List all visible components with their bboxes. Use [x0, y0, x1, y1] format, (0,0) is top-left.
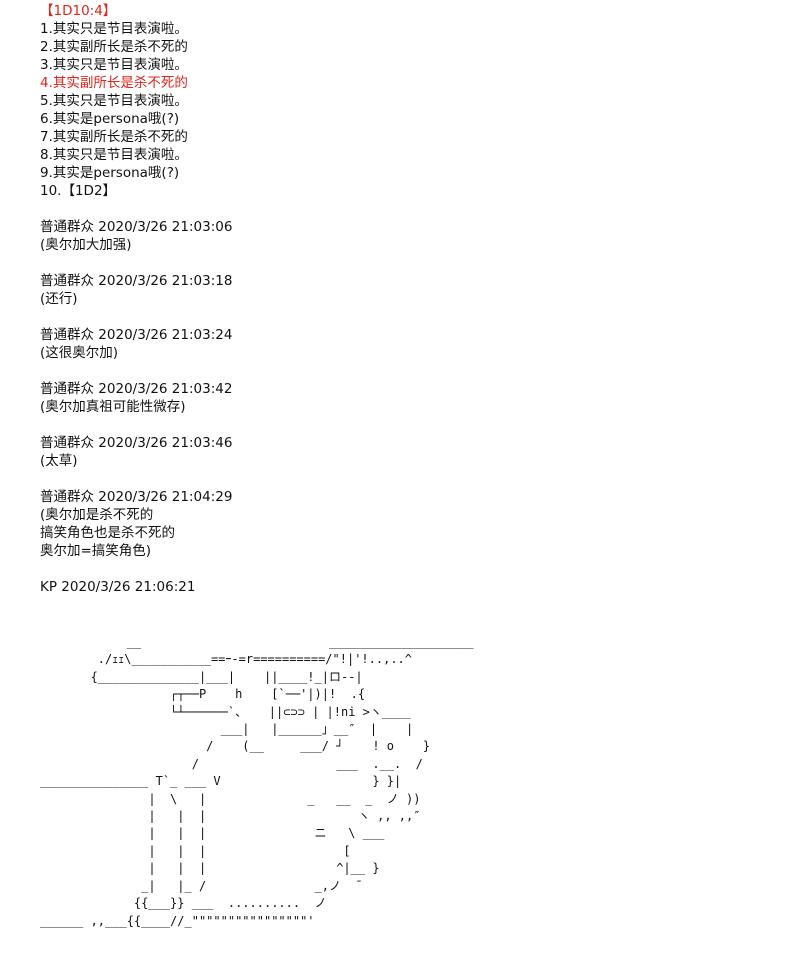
spacer	[40, 200, 780, 218]
ascii-art-gun: __ ____________________ ./ｪｪ\___________…	[40, 635, 474, 928]
spacer	[40, 416, 780, 434]
option-item: 7.其实副所长是杀不死的	[40, 129, 188, 145]
comment-text: 搞笑角色也是杀不死的	[40, 525, 175, 541]
spacer	[40, 308, 780, 326]
comment-time: 2020/3/26 21:03:06	[98, 219, 233, 235]
thread-post: 【1D10:4】 1.其实只是节目表演啦。 2.其实副所长是杀不死的 3.其实只…	[40, 2, 780, 596]
comment-header: 普通群众 2020/3/26 21:03:42	[40, 380, 780, 398]
option-item: 2.其实副所长是杀不死的	[40, 39, 188, 55]
comment-time: 2020/3/26 21:03:24	[98, 327, 233, 343]
option-item: 5.其实只是节目表演啦。	[40, 93, 188, 109]
comment-header: 普通群众 2020/3/26 21:03:18	[40, 272, 780, 290]
option-item: 9.其实是persona哦(?)	[40, 165, 180, 181]
comment-time: 2020/3/26 21:03:42	[98, 381, 233, 397]
spacer	[40, 254, 780, 272]
spacer	[40, 560, 780, 578]
comment-author: 普通群众	[40, 489, 94, 505]
comment-text: (奥尔加大加强)	[40, 237, 132, 253]
option-item-selected: 4.其实副所长是杀不死的	[40, 75, 188, 91]
comment-text: 奥尔加=搞笑角色)	[40, 543, 152, 559]
kp-author: KP	[40, 579, 57, 595]
comment-author: 普通群众	[40, 219, 94, 235]
spacer	[40, 362, 780, 380]
comment-text: (还行)	[40, 291, 78, 307]
comment-time: 2020/3/26 21:03:18	[98, 273, 233, 289]
comment-text: (这很奥尔加)	[40, 345, 119, 361]
option-item: 3.其实只是节目表演啦。	[40, 57, 188, 73]
comment-time: 2020/3/26 21:04:29	[98, 489, 233, 505]
option-item: 10.【1D2】	[40, 183, 117, 199]
option-item: 6.其实是persona哦(?)	[40, 111, 180, 127]
spacer	[40, 470, 780, 488]
comment-author: 普通群众	[40, 435, 94, 451]
roll-header: 【1D10:4】	[40, 3, 117, 19]
comment-time: 2020/3/26 21:03:46	[98, 435, 233, 451]
comment-author: 普通群众	[40, 327, 94, 343]
comment-text: (奥尔加真祖可能性微存)	[40, 399, 186, 415]
comment-header: 普通群众 2020/3/26 21:03:46	[40, 434, 780, 452]
comment-author: 普通群众	[40, 381, 94, 397]
comment-header: 普通群众 2020/3/26 21:03:06	[40, 218, 780, 236]
comment-author: 普通群众	[40, 273, 94, 289]
comment-text: (太草)	[40, 453, 78, 469]
kp-header: KP 2020/3/26 21:06:21	[40, 578, 780, 596]
kp-time: 2020/3/26 21:06:21	[61, 579, 196, 595]
comment-header: 普通群众 2020/3/26 21:04:29	[40, 488, 780, 506]
option-item: 8.其实只是节目表演啦。	[40, 147, 188, 163]
option-item: 1.其实只是节目表演啦。	[40, 21, 188, 37]
comment-text: (奥尔加是杀不死的	[40, 507, 154, 523]
comment-header: 普通群众 2020/3/26 21:03:24	[40, 326, 780, 344]
